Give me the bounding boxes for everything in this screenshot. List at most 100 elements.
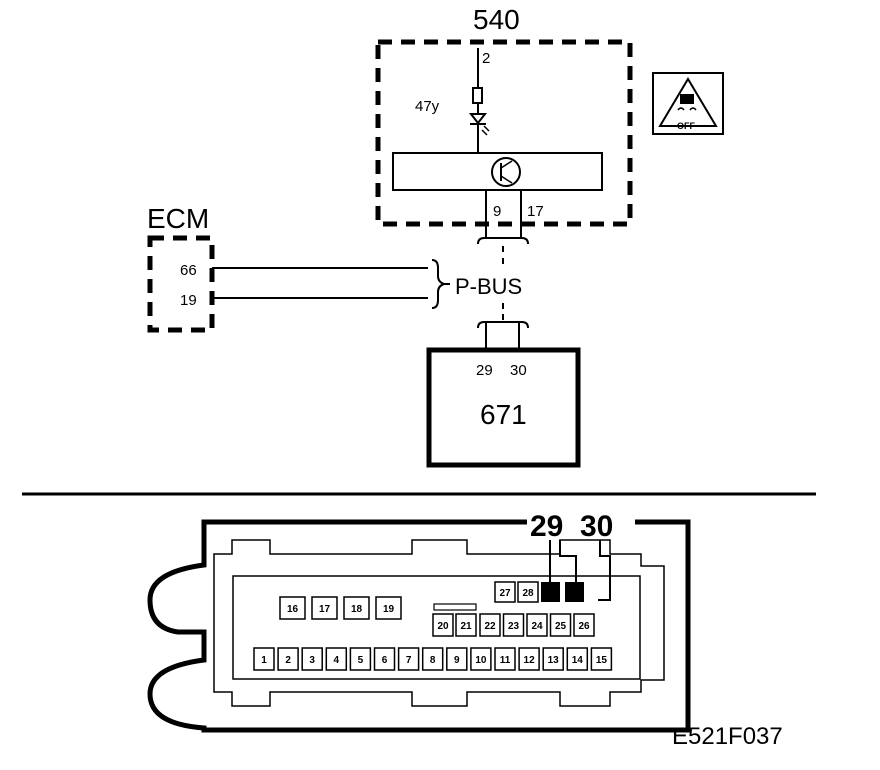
pin-cell-6	[373, 647, 396, 671]
pin-cell-17	[311, 596, 338, 620]
mid-row-b: 22 23 24 25 26	[479, 613, 595, 637]
pin-cell-label-2: 2	[285, 655, 291, 666]
module-540-label: 540	[473, 4, 520, 35]
pin-cell-10	[470, 647, 492, 671]
module-671-boundary	[426, 347, 581, 468]
pin-20-21-bridge	[433, 603, 477, 611]
upper-bus-bracket	[477, 237, 529, 245]
pin-cell-26	[573, 613, 595, 637]
pin-cell-label-18: 18	[351, 604, 363, 615]
top-row-a: 16 17 18 19	[279, 596, 402, 620]
connector-inner-outline	[213, 539, 665, 707]
pin-cell-label-4: 4	[334, 655, 340, 666]
module-671: 29 30 671	[426, 347, 581, 468]
bus-label: P-BUS	[455, 274, 522, 299]
pin-29-cell	[541, 582, 560, 602]
pin-cell-20	[432, 613, 454, 637]
pin-cell-label-15: 15	[596, 655, 608, 666]
ecm-pin-a: 66	[180, 262, 197, 279]
module-540-pin-right: 17	[527, 203, 544, 220]
pin-cell-label-9: 9	[454, 655, 460, 666]
pin-cell-21	[455, 613, 477, 637]
pin-cell-label-10: 10	[475, 655, 487, 666]
warning-icon-text: OFF	[677, 121, 695, 131]
driver-block	[392, 152, 603, 191]
pin-cell-24	[526, 613, 548, 637]
pin-cell-4	[325, 647, 348, 671]
pin-cell-label-12: 12	[524, 655, 536, 666]
pin-cell-13	[542, 647, 564, 671]
pin-cell-27	[494, 581, 516, 603]
transistor-icon	[491, 157, 521, 187]
bus-brace	[431, 259, 448, 309]
esp-off-warning-icon: OFF	[652, 72, 724, 135]
pin-cell-1	[253, 647, 275, 671]
figure-code: E521F037	[672, 723, 783, 750]
resistor-icon	[472, 87, 483, 104]
callout-30: 30	[580, 510, 613, 543]
pin-cell-3	[301, 647, 323, 671]
pin-cell-label-14: 14	[572, 655, 584, 666]
pin-cell-14	[566, 647, 589, 671]
lower-bus-bracket	[477, 321, 529, 329]
pin-cell-label-25: 25	[555, 621, 567, 632]
module-540-pin-top: 2	[482, 50, 490, 67]
pin-cell-16	[279, 596, 306, 620]
pin-cell-label-1: 1	[261, 655, 267, 666]
pin-cell-5	[349, 647, 372, 671]
pin-cell-11	[494, 647, 516, 671]
pin-cell-28	[517, 581, 539, 603]
pin-cell-label-8: 8	[430, 655, 436, 666]
module-671-pin-left: 29	[476, 362, 493, 379]
pin-field	[232, 575, 641, 680]
pin-cell-label-20: 20	[437, 621, 449, 632]
pin-cell-label-28: 28	[522, 588, 534, 599]
pin-cell-label-21: 21	[460, 621, 472, 632]
pin-cell-label-24: 24	[531, 621, 543, 632]
module-671-pin-right: 30	[510, 362, 527, 379]
pin-cell-label-23: 23	[508, 621, 520, 632]
pin-cell-2	[277, 647, 299, 671]
pin-cell-label-11: 11	[500, 655, 511, 666]
pin-cell-19	[375, 596, 402, 620]
pin-cell-label-19: 19	[383, 604, 395, 615]
module-540: 540 2 47y 9 17	[375, 4, 633, 238]
pin-cell-label-16: 16	[287, 604, 299, 615]
pin-cell-label-26: 26	[578, 621, 590, 632]
top-row-b: 27 28	[494, 581, 539, 603]
pin-cell-label-3: 3	[309, 655, 315, 666]
pin-30-cell	[565, 582, 584, 602]
connector-housing	[147, 519, 691, 733]
pin-cell-label-6: 6	[382, 655, 388, 666]
pin-cell-15	[590, 647, 613, 671]
callout-29-leader-b	[559, 540, 577, 586]
callout-30-leader	[598, 540, 611, 601]
pin-cell-22	[479, 613, 501, 637]
callout-29: 29	[530, 510, 563, 543]
pin-cell-9	[446, 647, 468, 671]
pin-cell-label-27: 27	[499, 588, 511, 599]
pin-cell-8	[421, 647, 444, 671]
ecm-module: ECM 66 19	[147, 203, 428, 333]
module-540-boundary	[375, 39, 633, 227]
pin-cell-label-17: 17	[319, 604, 331, 615]
p-bus: P-BUS	[431, 237, 529, 350]
pin-cell-label-22: 22	[484, 621, 496, 632]
ecm-pin-b: 19	[180, 292, 197, 309]
pin-cell-7	[397, 647, 420, 671]
module-540-pin-left: 9	[493, 203, 501, 220]
ecm-label: ECM	[147, 203, 209, 234]
pin-cell-label-5: 5	[358, 655, 364, 666]
resistor-label: 47y	[415, 98, 440, 115]
led-icon	[468, 113, 490, 136]
ecm-boundary	[147, 235, 215, 333]
module-671-label: 671	[480, 399, 527, 430]
pin-cell-25	[549, 613, 572, 637]
pin-cell-23	[502, 613, 525, 637]
pin-cell-12	[518, 647, 540, 671]
